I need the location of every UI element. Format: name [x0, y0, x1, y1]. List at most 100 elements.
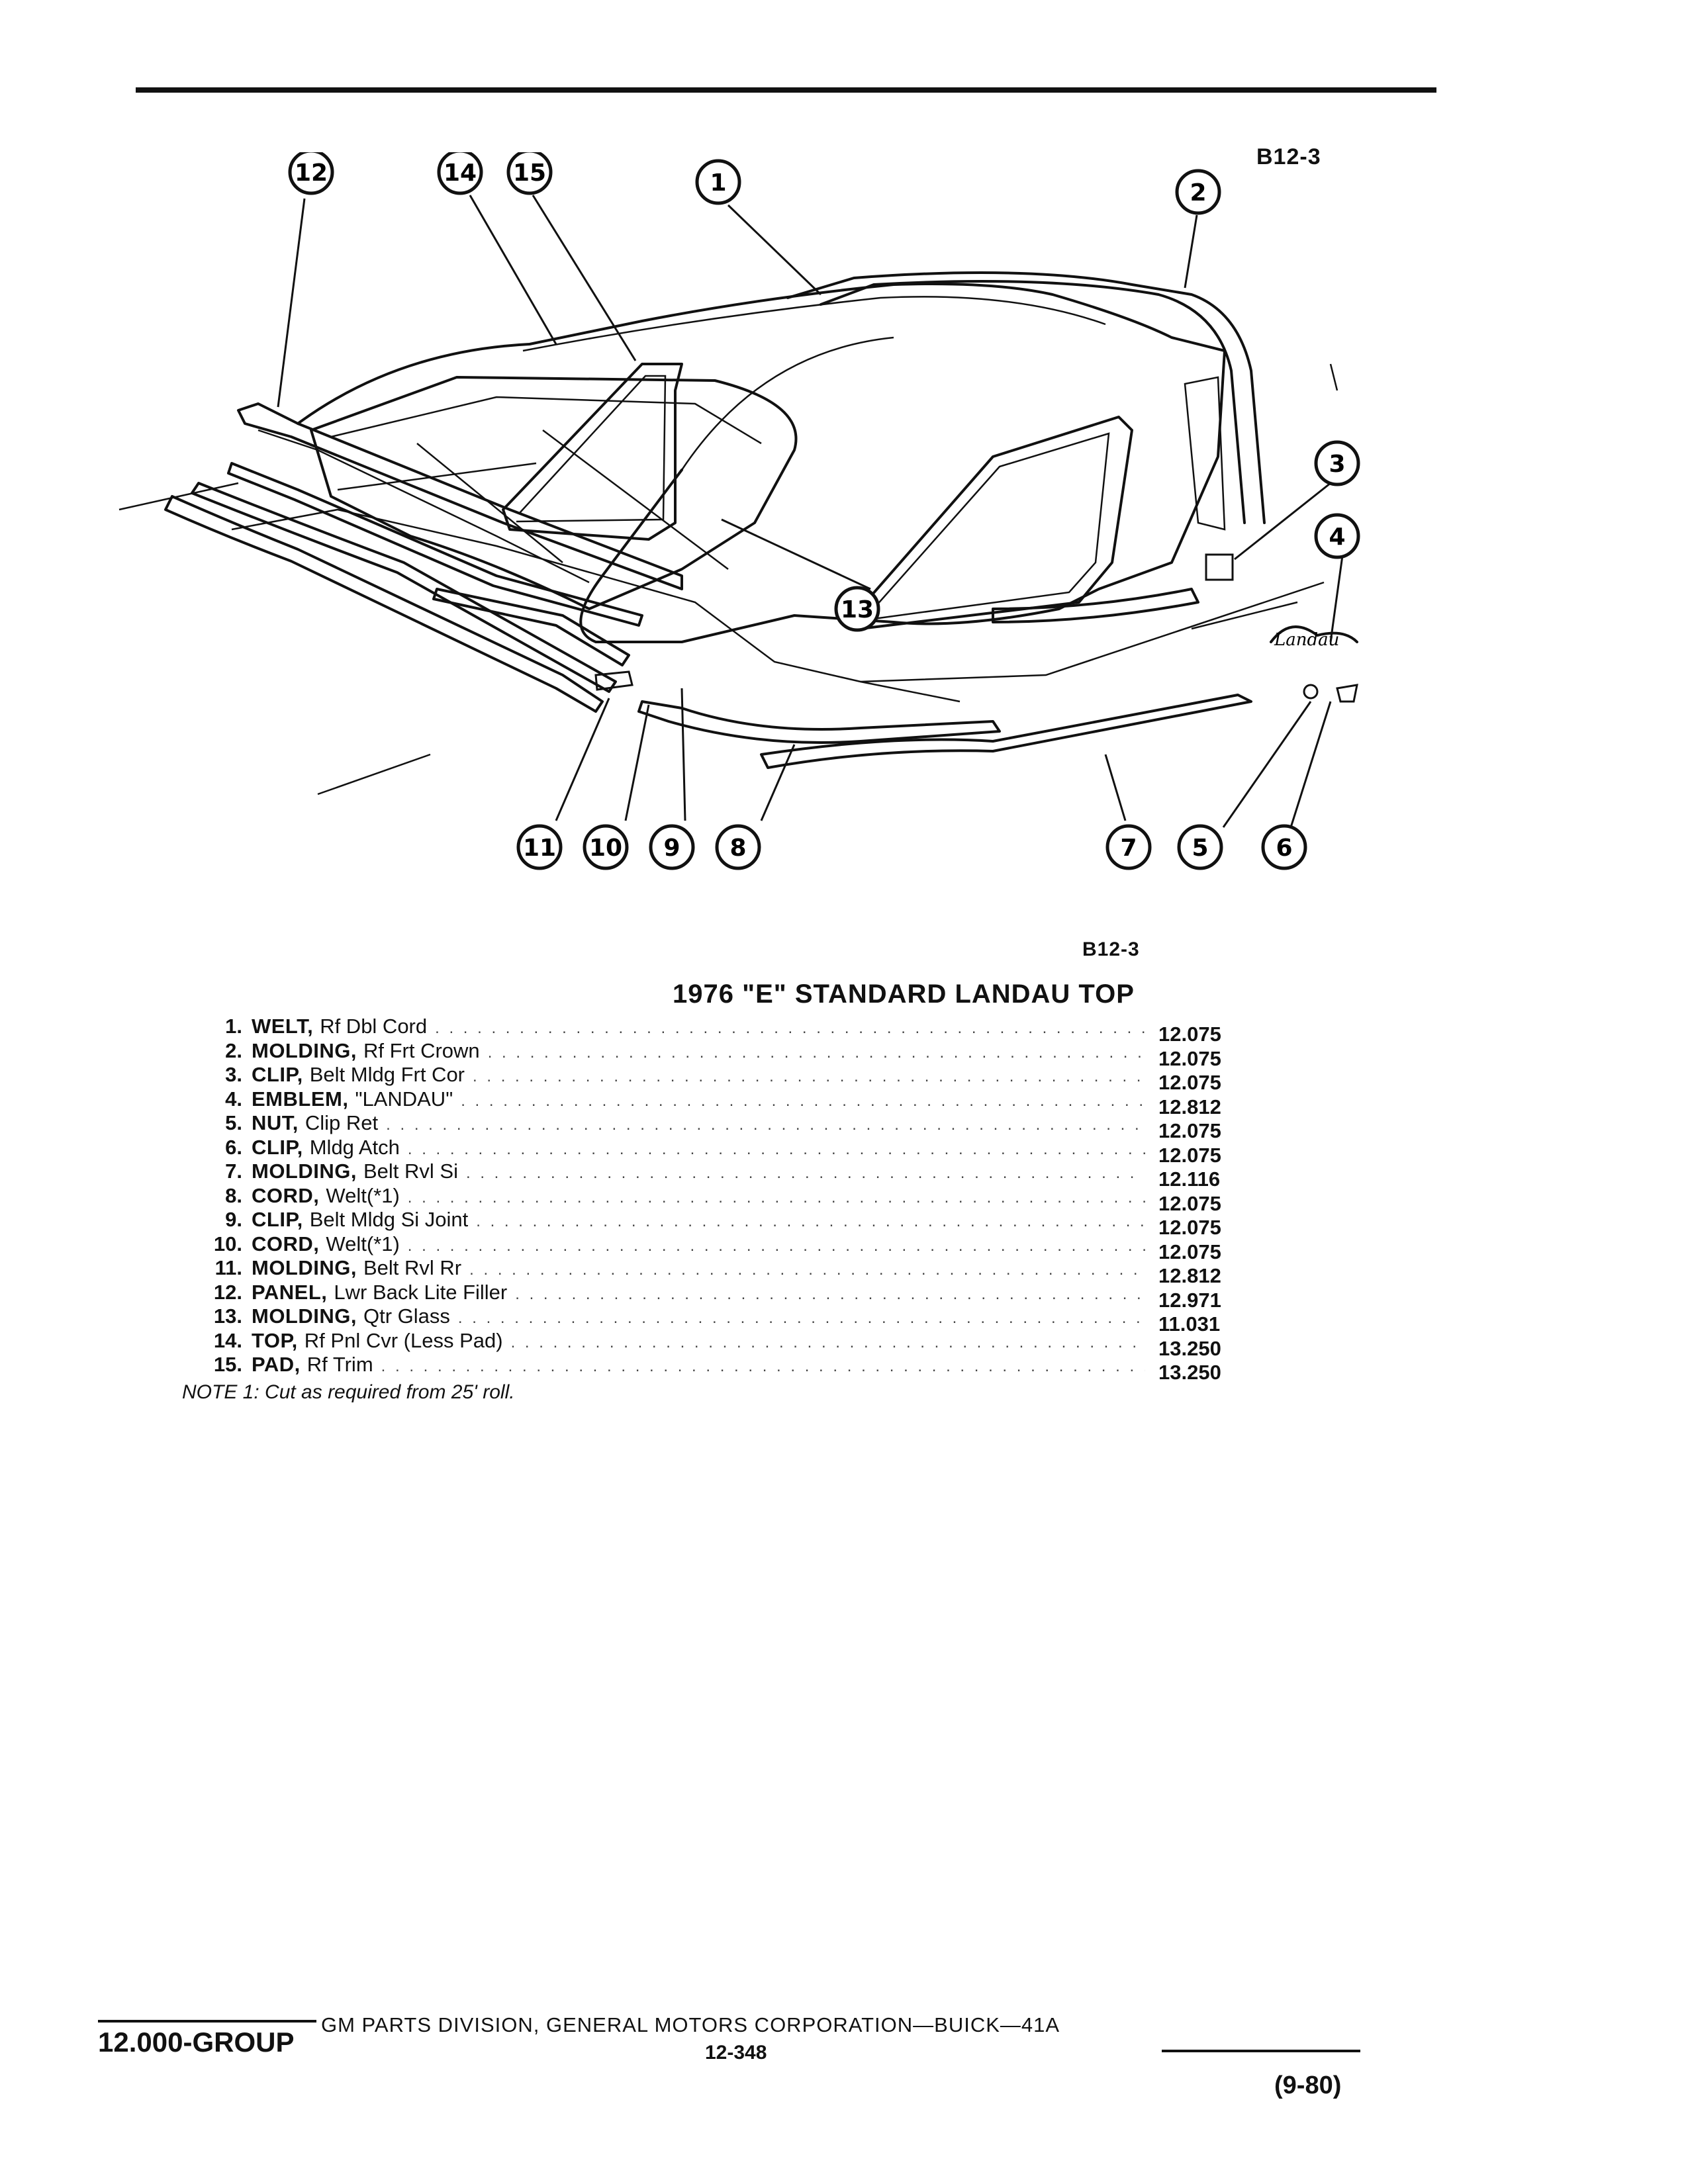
part-number: 8.	[225, 1183, 242, 1207]
callout-13: 13	[834, 586, 880, 632]
part-description: Rf Frt Crown	[363, 1038, 480, 1062]
svg-text:15: 15	[513, 159, 546, 187]
part-number: 3.	[225, 1063, 242, 1086]
part-number: 6.	[225, 1135, 242, 1159]
part-row: 15.PAD,Rf Trim13.250	[179, 1353, 1271, 1384]
part-name: WELT,	[252, 1015, 314, 1038]
part-number: 10.	[213, 1232, 242, 1255]
lower-back-lite-filler-panel	[237, 402, 683, 590]
molding-attaching-clip	[1336, 684, 1358, 703]
group-code: 12.075	[1158, 1023, 1221, 1046]
diagram-code-bottom: B12-3	[1082, 938, 1140, 960]
part-name: EMBLEM,	[252, 1087, 349, 1111]
part-row: 1.WELT,Rf Dbl Cord12.075	[179, 1015, 1271, 1046]
part-number: 11.	[214, 1256, 242, 1279]
footer-page-number: 12-348	[705, 2042, 767, 2064]
part-name: CLIP,	[252, 1135, 303, 1159]
group-code: 12.116	[1158, 1167, 1221, 1191]
part-row: 14. TOP,Rf Pnl Cvr (Less Pad) 13.250	[179, 1328, 1271, 1360]
leader-dots	[515, 1283, 1145, 1307]
svg-text:9: 9	[663, 835, 680, 862]
roof-front-crown-molding	[820, 280, 1246, 524]
part-name: MOLDING,	[252, 1304, 357, 1328]
part-row: 8. CORD,Welt(*1) 12.075	[179, 1183, 1271, 1215]
svg-text:12: 12	[295, 159, 328, 187]
group-code: 12.075	[1158, 1071, 1221, 1094]
svg-text:1: 1	[710, 169, 726, 197]
parts-diagram: Landau 12 14	[118, 152, 1360, 870]
svg-text:4: 4	[1329, 523, 1345, 551]
group-code: 12.075	[1158, 1216, 1221, 1239]
callout-15: 15	[506, 152, 553, 195]
part-row: 9. CLIP, Belt Mldg Si Joint 12.075	[179, 1208, 1271, 1239]
part-number: 14.	[213, 1328, 242, 1352]
group-code: 12.075	[1158, 1143, 1221, 1167]
belt-reveal-side-molding	[760, 694, 1252, 769]
part-row: 13.MOLDING,Qtr Glass11.031	[179, 1304, 1271, 1336]
svg-text:5: 5	[1192, 835, 1208, 862]
part-row: 12.PANEL,Lwr Back Lite Filler12.971	[179, 1280, 1271, 1312]
svg-text:11: 11	[523, 835, 556, 862]
clip-retaining-nut	[1303, 684, 1319, 700]
leader-dots	[408, 1186, 1145, 1210]
part-name: NUT,	[252, 1111, 299, 1134]
group-code: 12.812	[1158, 1264, 1221, 1287]
leader-dots	[473, 1065, 1145, 1089]
leader-dots	[476, 1210, 1145, 1234]
part-number: 12.	[213, 1280, 242, 1304]
part-name: CLIP,	[252, 1208, 303, 1231]
footer-publisher: GM PARTS DIVISION, GENERAL MOTORS CORPOR…	[321, 2013, 1060, 2036]
part-description: "LANDAU"	[355, 1087, 453, 1111]
part-description: Welt(*1)	[326, 1183, 400, 1207]
group-code: 12.075	[1158, 1119, 1221, 1142]
footer-group: 12.000-GROUP	[98, 2026, 295, 2058]
footer-date: (9-80)	[1274, 2071, 1342, 2099]
svg-text:7: 7	[1120, 835, 1137, 862]
leader-dots	[461, 1089, 1145, 1114]
part-number: 7.	[225, 1160, 242, 1183]
svg-text:3: 3	[1329, 451, 1345, 478]
callout-14: 14	[437, 152, 483, 195]
part-description: Belt Rvl Rr	[363, 1256, 462, 1279]
footnote: NOTE 1: Cut as required from 25' roll.	[182, 1381, 515, 1403]
part-row: 11.MOLDING,Belt Rvl Rr12.812	[179, 1256, 1271, 1287]
callout-2: 2	[1175, 169, 1221, 215]
welt-cord-side	[637, 700, 1001, 744]
part-name: CORD,	[252, 1183, 320, 1207]
part-description: Welt(*1)	[326, 1232, 400, 1255]
svg-text:6: 6	[1276, 835, 1292, 862]
part-description: Belt Mldg Si Joint	[309, 1208, 469, 1231]
callout-7: 7	[1105, 824, 1152, 870]
leader-dots	[381, 1355, 1145, 1379]
svg-text:13: 13	[841, 596, 874, 623]
belt-molding-front-corner-clip	[1205, 553, 1234, 581]
callout-9: 9	[649, 824, 695, 870]
part-name: TOP,	[252, 1328, 298, 1352]
callout-6: 6	[1261, 824, 1307, 870]
part-number: 15.	[213, 1353, 242, 1376]
part-description: Belt Mldg Frt Cor	[309, 1063, 465, 1086]
group-code: 13.250	[1158, 1336, 1221, 1360]
quarter-glass-molding	[502, 363, 683, 541]
callout-11: 11	[516, 824, 563, 870]
footer-rule-right	[1162, 2050, 1360, 2052]
leader-dots	[466, 1161, 1145, 1186]
part-number: 4.	[225, 1087, 242, 1111]
callout-4: 4	[1314, 513, 1360, 559]
part-number: 9.	[225, 1208, 242, 1231]
roof-welt	[786, 271, 1266, 524]
footer-rule-left	[98, 2020, 316, 2023]
part-row: 4. EMBLEM,"LANDAU" 12.812	[179, 1087, 1271, 1118]
diagram-code-top: B12-3	[1256, 144, 1321, 169]
part-description: Mldg Atch	[309, 1135, 400, 1159]
group-code: 12.075	[1158, 1191, 1221, 1215]
part-name: MOLDING,	[252, 1038, 357, 1062]
group-code: 12.812	[1158, 1095, 1221, 1118]
part-description: Rf Trim	[306, 1353, 373, 1376]
part-name: CLIP,	[252, 1063, 303, 1086]
part-number: 5.	[225, 1111, 242, 1134]
part-description: Lwr Back Lite Filler	[334, 1280, 508, 1304]
leader-dots	[435, 1017, 1145, 1041]
part-description: Rf Pnl Cvr (Less Pad)	[304, 1328, 503, 1352]
part-description: Qtr Glass	[363, 1304, 450, 1328]
